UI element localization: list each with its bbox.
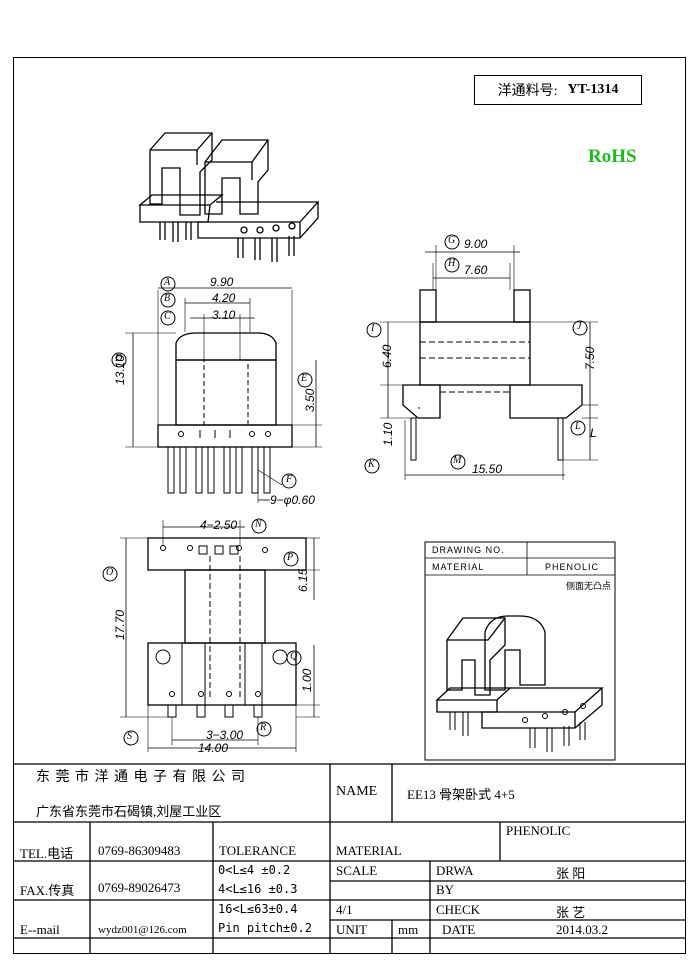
name-value: EE13 骨架卧式 4+5 bbox=[407, 787, 515, 802]
dim-9-00: 9.00 bbox=[464, 237, 488, 251]
email-value: wydz001@126.com bbox=[98, 924, 187, 936]
part-number-label: 洋通料号: bbox=[497, 84, 558, 99]
tolerance-row-3: 16<L≤63±0.4 bbox=[218, 902, 298, 916]
label-d: D bbox=[115, 353, 123, 364]
label-q: Q bbox=[290, 651, 298, 662]
label-o: O bbox=[106, 567, 114, 578]
tel-value: 0769-86309483 bbox=[98, 843, 181, 858]
label-n: N bbox=[255, 519, 262, 530]
drawing-frame bbox=[13, 57, 686, 954]
part-number: YT-1314 bbox=[567, 82, 619, 97]
label-h: H bbox=[448, 258, 456, 269]
drwa-label: DRWA bbox=[436, 863, 474, 878]
dim-13-10: 13.10 bbox=[113, 354, 127, 385]
check-value: 张 艺 bbox=[556, 905, 586, 920]
side-view bbox=[364, 234, 598, 480]
date-value: 2014.03.2 bbox=[556, 922, 608, 937]
dim-4-20: 4.20 bbox=[212, 291, 236, 305]
label-g: G bbox=[448, 235, 456, 246]
drawn-by-value: 张 阳 bbox=[556, 866, 586, 881]
label-l: L bbox=[575, 421, 581, 432]
material-label: MATERIAL bbox=[336, 843, 402, 858]
dim-7-60: 7.60 bbox=[464, 263, 488, 277]
inset-drawing-no: DRAWING NO. bbox=[432, 545, 505, 555]
by-label: BY bbox=[436, 882, 455, 897]
tolerance-row-4: Pin pitch±0.2 bbox=[218, 921, 312, 935]
title-block-grid bbox=[13, 763, 686, 954]
front-view bbox=[111, 276, 322, 503]
label-p: P bbox=[287, 552, 294, 563]
scale-value: 4/1 bbox=[336, 902, 353, 917]
company-address: 广东省东莞市石碣镇,刘屋工业区 bbox=[36, 804, 222, 819]
unit-value: mm bbox=[398, 922, 419, 937]
dim-15-50: 15.50 bbox=[472, 462, 503, 476]
dim-6-40: 6.40 bbox=[380, 344, 394, 368]
bottom-view bbox=[102, 518, 320, 752]
dim-17-70: 17.70 bbox=[113, 609, 127, 640]
label-e: E bbox=[301, 373, 308, 384]
scale-label: SCALE bbox=[336, 863, 378, 878]
rohs-mark: RoHS bbox=[588, 146, 637, 167]
dim-6-15: 6.15 bbox=[296, 568, 310, 592]
email-label: E--mail bbox=[20, 922, 60, 937]
unit-label: UNIT bbox=[336, 922, 368, 937]
tolerance-row-2: 4<L≤16 ±0.3 bbox=[218, 882, 298, 896]
fax-value: 0769-89026473 bbox=[98, 880, 181, 895]
dim-3-3-00: 3−3.00 bbox=[206, 728, 244, 742]
dim-3-50: 3.50 bbox=[303, 388, 317, 412]
fax-label: FAX.传真 bbox=[20, 883, 75, 898]
inset-view bbox=[424, 541, 616, 761]
dim-9-90: 9.90 bbox=[210, 275, 234, 289]
tolerance-label: TOLERANCE bbox=[219, 843, 297, 858]
part-number-box: 洋通料号: YT-1314 bbox=[474, 75, 642, 105]
check-label: CHECK bbox=[436, 902, 481, 917]
bobbin-3d-view bbox=[138, 132, 320, 262]
dim-4-2-50: 4−2.50 bbox=[200, 518, 238, 532]
label-s: S bbox=[127, 731, 132, 742]
label-c: C bbox=[164, 311, 171, 322]
date-label: DATE bbox=[442, 922, 476, 937]
label-f: F bbox=[286, 474, 293, 485]
dim-9-phi-0-60: 9−φ0.60 bbox=[270, 493, 315, 507]
dim-7-50: 7.50 bbox=[583, 346, 597, 370]
label-m: M bbox=[453, 455, 462, 466]
dim-3-10: 3.10 bbox=[212, 308, 236, 322]
label-i: I bbox=[371, 323, 375, 334]
tel-label: TEL.电话 bbox=[20, 846, 74, 861]
label-b: B bbox=[164, 293, 171, 304]
label-k: K bbox=[368, 459, 375, 470]
dim-1-10: 1.10 bbox=[381, 422, 395, 446]
label-a: A bbox=[164, 277, 171, 288]
label-r: R bbox=[260, 722, 267, 733]
company-name: 东 莞 市 洋 通 电 子 有 限 公 司 bbox=[36, 770, 246, 785]
material-value: PHENOLIC bbox=[506, 823, 571, 838]
inset-note: 侧面无凸点 bbox=[566, 581, 612, 591]
inset-material-value: PHENOLIC bbox=[545, 562, 600, 572]
inset-material-label: MATERIAL bbox=[432, 562, 485, 572]
dim-1-00: 1.00 bbox=[300, 668, 314, 692]
tolerance-row-1: 0<L≤4 ±0.2 bbox=[218, 863, 291, 877]
name-label: NAME bbox=[336, 784, 378, 799]
dim-14-00: 14.00 bbox=[198, 741, 229, 755]
label-j: J bbox=[577, 321, 582, 332]
dim-l: L bbox=[590, 426, 597, 440]
